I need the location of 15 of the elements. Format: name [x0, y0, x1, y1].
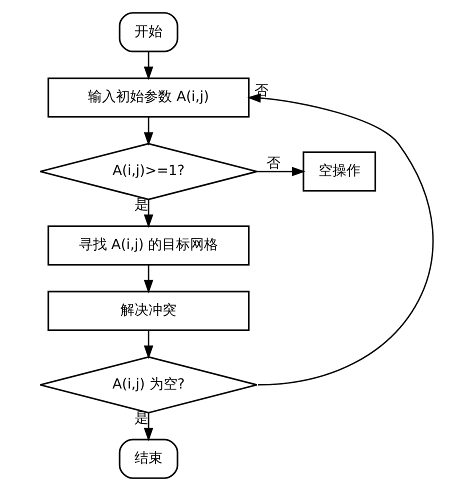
node-box: 寻找 A(i,j) 的目标网格	[48, 225, 250, 266]
arrow	[144, 200, 154, 228]
arrow	[144, 117, 154, 146]
node-box: 开始	[118, 12, 178, 52]
edge-label: 否	[266, 156, 280, 172]
arrow	[144, 264, 154, 294]
node-box: 解决冲突	[48, 290, 250, 331]
arrow	[144, 413, 154, 442]
arrow	[144, 330, 154, 360]
arrow	[144, 52, 154, 80]
node-box: 结束	[118, 438, 178, 479]
node-box: 输入初始参数 A(i,j)	[48, 77, 250, 118]
node-box: 空操作	[302, 151, 376, 192]
arrow	[247, 93, 434, 386]
arrow	[257, 166, 306, 176]
